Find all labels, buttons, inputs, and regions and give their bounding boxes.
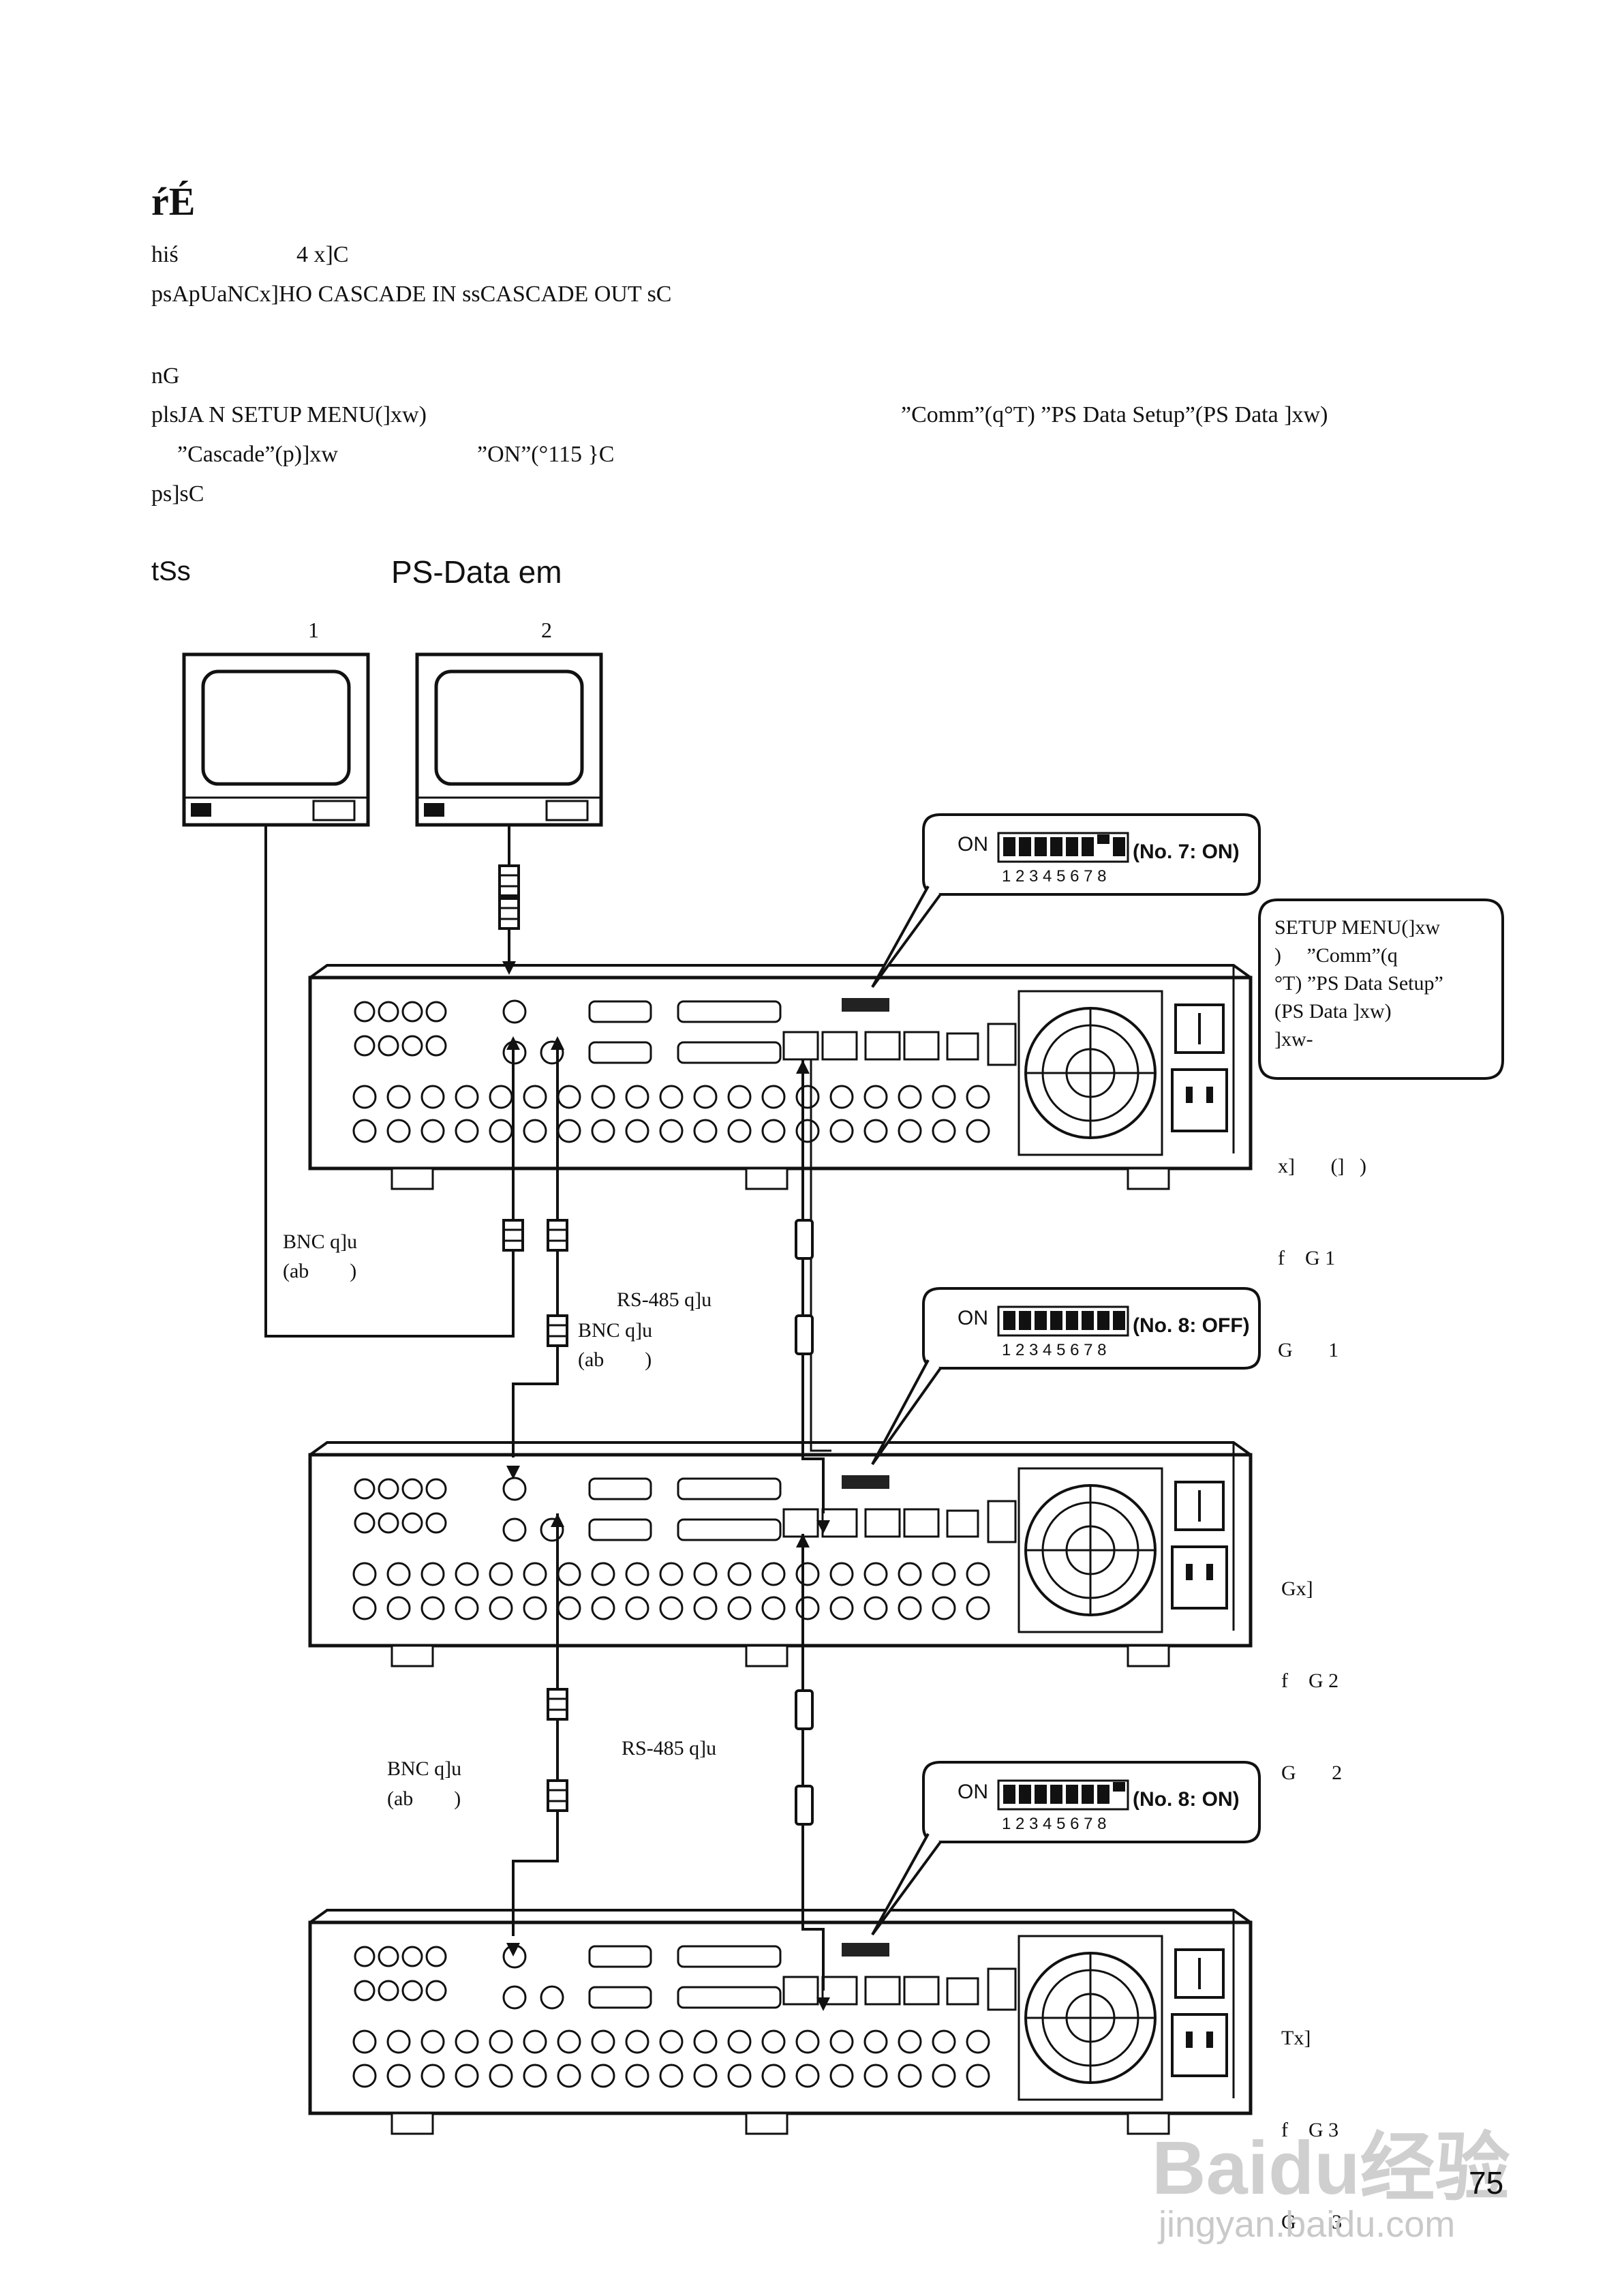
dip-1-numbers: 1 2 3 4 5 6 7 8 — [1002, 867, 1107, 886]
setup-line-1a: plsJA N SETUP MENU(]xw) — [151, 402, 427, 427]
monitor-2-icon — [417, 654, 601, 825]
dip-bubble-2 — [871, 1287, 1261, 1466]
dip-2-note: (No. 8: OFF) — [1133, 1314, 1250, 1337]
unit-1-line-1: x] (] ) — [1278, 1155, 1366, 1177]
unit-2-line-3: G 2 — [1281, 1762, 1343, 1784]
intro-line-2: psApUaNCx]HO CASCADE IN ssCASCADE OUT sC — [151, 282, 672, 307]
dip-bubble-1 — [871, 813, 1261, 988]
monitor-1-label: 1 — [308, 618, 319, 642]
unit-2-label: Gx] f G 2 G 2 — [1281, 1512, 1342, 1819]
bnc-cable-2-label: BNC q]u — [578, 1319, 653, 1342]
unit-1-line-3: G 1 — [1278, 1339, 1339, 1361]
unit-2-rear-panel-icon — [310, 1442, 1251, 1666]
dip-1-on-label: ON — [958, 833, 988, 856]
diagram-heading-right: PS-Data em — [391, 554, 562, 590]
dip-2-numbers: 1 2 3 4 5 6 7 8 — [1002, 1341, 1107, 1359]
dip-3-numbers: 1 2 3 4 5 6 7 8 — [1002, 1815, 1107, 1833]
rs485-cable-1-label: RS-485 q]u — [617, 1288, 712, 1311]
unit-3-line-1: Tx] — [1281, 2027, 1311, 2049]
setup-line-1b: ”Comm”(q°T) ”PS Data Setup”(PS Data ]xw) — [901, 402, 1328, 427]
dip-1-note: (No. 7: ON) — [1133, 841, 1240, 863]
unit-1-label: x] (] ) f G 1 G 1 — [1278, 1089, 1366, 1396]
dip-2-on-label: ON — [958, 1307, 988, 1329]
setup-menu-line-3: °T) ”PS Data Setup” — [1274, 972, 1443, 995]
rs485-cable-2-label: RS-485 q]u — [622, 1737, 717, 1759]
intro-line-1b: 4 x]C — [296, 242, 349, 267]
dip-3-note: (No. 8: ON) — [1133, 1788, 1240, 1811]
unit-3-label: Tx] f G 3 G 3 — [1281, 1961, 1342, 2268]
dip-3-on-label: ON — [958, 1781, 988, 1803]
baidu-watermark-logo: Baidu经验 — [1152, 2126, 1510, 2210]
unit-2-line-2: f G 2 — [1281, 1670, 1339, 1692]
monitor-2-label: 2 — [541, 618, 552, 642]
setup-menu-line-4: (PS Data ]xw) — [1274, 1000, 1392, 1023]
setup-line-3: ps]sC — [151, 481, 204, 507]
unit-3-line-2: f G 3 — [1281, 2119, 1339, 2141]
bnc-cable-3-label: BNC q]u — [387, 1757, 462, 1780]
unit-2-line-1: Gx] — [1281, 1577, 1313, 1600]
setup-menu-line-5: ]xw- — [1274, 1028, 1313, 1051]
unit-1-line-2: f G 1 — [1278, 1247, 1336, 1269]
setup-line-2b: ”ON”(°115 }C — [477, 442, 615, 467]
page-number: 75 — [1469, 2165, 1504, 2201]
setup-line-2a: ”Cascade”(p)]xw — [177, 442, 338, 467]
bnc-cable-1-label: BNC q]u — [283, 1230, 358, 1253]
setup-menu-note: SETUP MENU(]xw ) ”Comm”(q °T) ”PS Data S… — [1274, 913, 1443, 1053]
unit-3-line-3: G 3 — [1281, 2211, 1343, 2233]
bnc-cable-1-note: (ab ) — [283, 1260, 357, 1282]
intro-line-1a: hiś — [151, 242, 179, 267]
setup-label: nG — [151, 363, 180, 389]
monitor-1-icon — [184, 654, 368, 825]
page-heading: ŕÉ — [151, 179, 196, 224]
setup-menu-line-1: SETUP MENU(]xw — [1274, 916, 1441, 939]
dip-bubble-3 — [871, 1761, 1261, 1936]
bnc-cable-3-note: (ab ) — [387, 1787, 461, 1810]
unit-3-rear-panel-icon — [310, 1910, 1251, 2134]
setup-menu-line-2: ) ”Comm”(q — [1274, 944, 1398, 967]
unit-1-rear-panel-icon — [310, 965, 1251, 1189]
diagram-heading-left: tSs — [151, 556, 191, 586]
bnc-cable-2-note: (ab ) — [578, 1348, 652, 1371]
baidu-watermark-url: jingyan.baidu.com — [1159, 2204, 1456, 2245]
setup-menu-bubble — [1258, 898, 1504, 1080]
